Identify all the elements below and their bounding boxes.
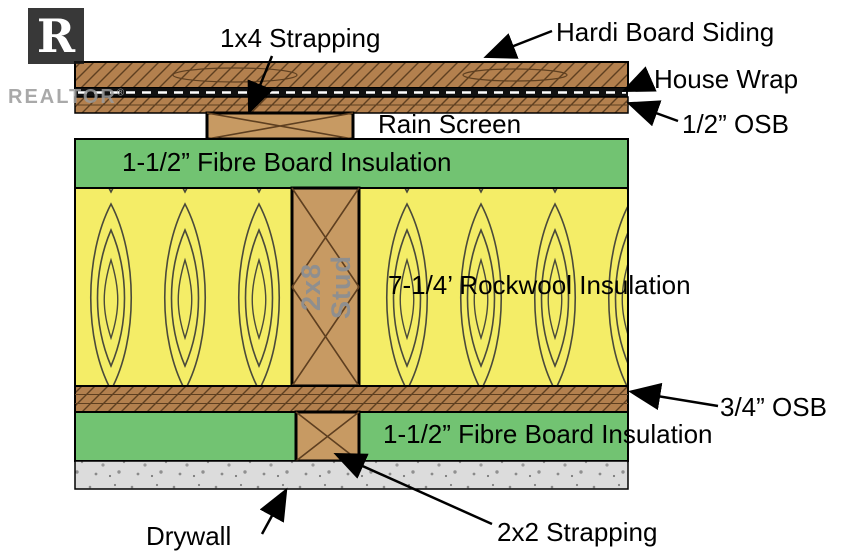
label-rain-screen: Rain Screen — [378, 109, 522, 139]
strapping-1x4-cross — [206, 112, 354, 140]
strapping-2x2-cross — [295, 411, 360, 462]
stud-label-line1: 2x8 — [296, 262, 326, 312]
label-hardi-board-siding: Hardi Board Siding — [556, 17, 775, 47]
arrow-1x4-strapping — [247, 55, 274, 115]
label-2x2-strapping: 2x2 Strapping — [497, 517, 658, 547]
osb-three-quarter-layer — [74, 385, 629, 413]
arrow-drywall — [259, 487, 288, 535]
label-osb-three-quarter: 3/4” OSB — [720, 392, 827, 422]
drywall-layer — [74, 460, 629, 490]
registered-mark: ® — [116, 87, 125, 99]
arrow-osb-half — [626, 100, 679, 127]
arrow-hardi-board — [483, 29, 553, 59]
label-rockwool: 7-1/4’ Rockwool Insulation — [388, 270, 691, 300]
label-fibre-board-top: 1-1/2” Fibre Board Insulation — [122, 147, 452, 177]
realtor-logo: R REALTOR® — [8, 8, 124, 109]
label-2x8-stud: 2x8 Stud — [296, 227, 356, 347]
label-house-wrap: House Wrap — [654, 64, 799, 94]
label-1x4-strapping: 1x4 Strapping — [220, 23, 381, 53]
wood-grain-mark — [462, 68, 568, 82]
realtor-logo-mark: R — [28, 8, 84, 64]
label-osb-half-inch: 1/2” OSB — [682, 109, 789, 139]
wood-grain-mark — [172, 67, 298, 83]
hardi-board-siding-layer — [74, 61, 629, 89]
realtor-logo-text: REALTOR® — [8, 86, 124, 109]
arrow-2x2-strapping — [333, 452, 493, 526]
label-drywall: Drywall — [146, 521, 232, 551]
stud-cross-bracing — [291, 187, 360, 387]
realtor-wordmark: REALTOR — [8, 86, 117, 108]
arrow-osb-three-quarter — [628, 382, 719, 411]
arrow-house-wrap — [621, 66, 657, 93]
label-fibre-board-bottom: 1-1/2” Fibre Board Insulation — [383, 419, 713, 449]
realtor-logo-letter: R — [36, 9, 76, 63]
fibre-board-top-layer — [74, 138, 629, 189]
stud-label-line2: Stud — [326, 255, 356, 319]
